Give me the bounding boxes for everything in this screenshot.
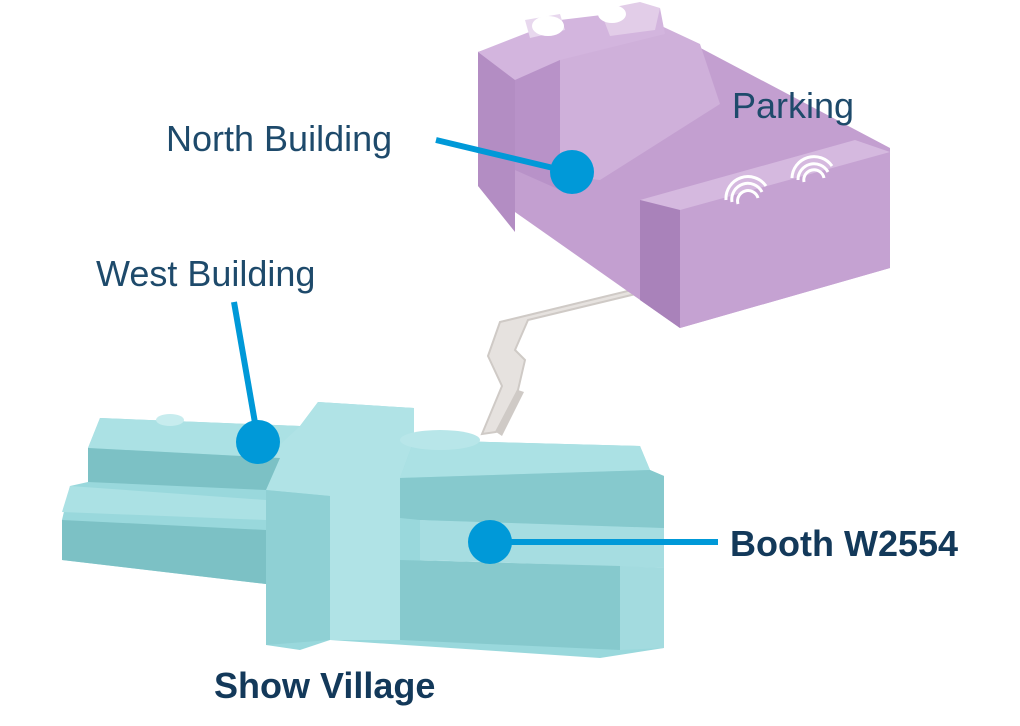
dome-icon (532, 16, 564, 36)
callout-booth (468, 520, 718, 564)
callout-west-building (231, 301, 280, 464)
dome-icon (598, 5, 626, 23)
west-building-label: West Building (96, 253, 316, 294)
callout-north-building (435, 137, 594, 194)
wifi-arc-icon (790, 155, 834, 183)
wifi-arc-icon (724, 175, 768, 205)
west-building[interactable] (62, 402, 664, 658)
north-building-label: North Building (166, 118, 393, 159)
location-dot-icon[interactable] (468, 520, 512, 564)
show-village-label: Show Village (214, 665, 436, 706)
booth-label: Booth W2554 (730, 523, 959, 564)
location-dot-icon[interactable] (236, 420, 280, 464)
parking-label: Parking (732, 85, 855, 126)
location-dot-icon[interactable] (550, 150, 594, 194)
north-building[interactable] (478, 2, 890, 328)
dome-icon (156, 414, 184, 426)
